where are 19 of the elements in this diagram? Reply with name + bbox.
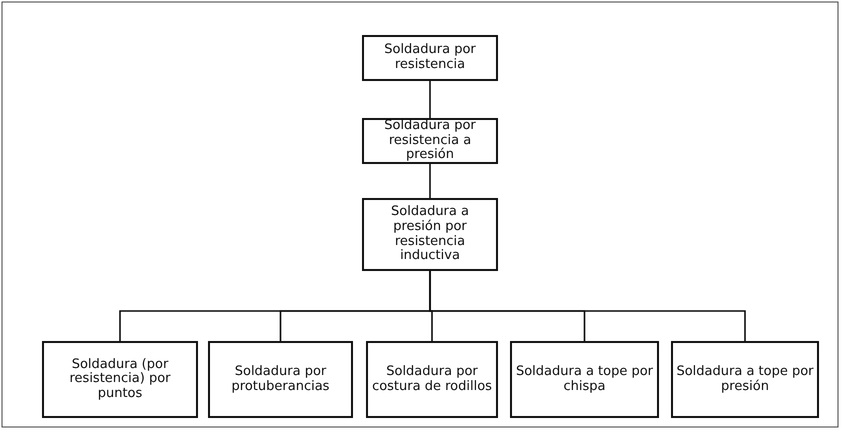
process-box	[510, 341, 659, 418]
node-label: Soldadura a tope por presión	[675, 364, 815, 394]
process-box	[362, 118, 498, 164]
connector-line	[429, 271, 746, 341]
process-box	[42, 341, 198, 418]
process-box	[208, 341, 353, 418]
node-label: Soldadura a presión por resistencia inductiva	[390, 205, 470, 264]
node-label: Soldadura (por resistencia) por puntos	[68, 358, 172, 402]
node-label: Soldadura por costura de rodillos	[371, 364, 493, 394]
process-box	[671, 341, 819, 418]
process-box	[362, 198, 498, 271]
node-label: Soldadura por resistencia	[383, 43, 477, 73]
process-box	[362, 35, 498, 81]
process-box	[366, 341, 498, 418]
node-label: Soldadura a tope por chispa	[514, 364, 654, 394]
connector-line	[429, 164, 431, 198]
node-label: Soldadura por resistencia a presión	[383, 119, 477, 163]
node-label: Soldadura por protuberancias	[230, 364, 330, 394]
connector-line	[429, 81, 431, 118]
